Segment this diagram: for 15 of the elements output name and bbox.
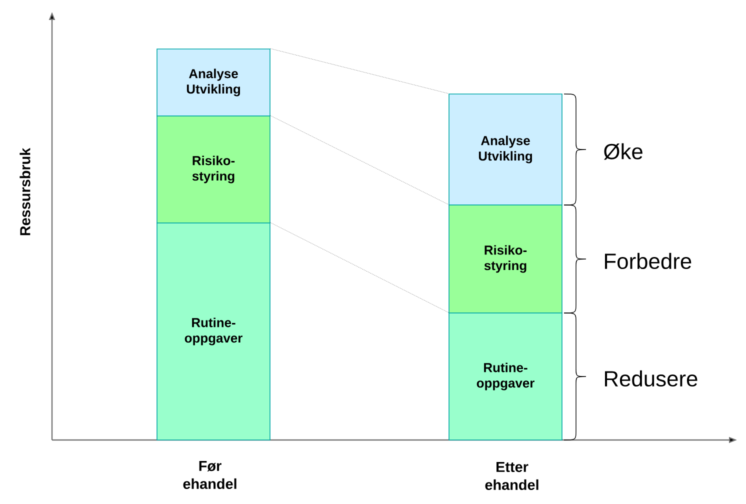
axis-label: Etter ehandel (485, 462, 538, 490)
bar-segment: Rutine- oppgaver (448, 312, 562, 440)
axis-label: Ressursbruk (20, 148, 30, 236)
bar-segment: Risiko- styring (156, 116, 270, 224)
brace-label: Forbedre (605, 252, 692, 270)
bar-segment: Analyse Utvikling (156, 48, 270, 116)
brace-label: Øke (604, 143, 642, 160)
connector-line (270, 48, 449, 94)
connector-line (270, 115, 449, 205)
connector-line (270, 222, 449, 313)
brace-label: Redusere (605, 370, 698, 387)
bar-segment: Analyse Utvikling (448, 94, 562, 206)
bar-segment: Risiko- styring (448, 204, 562, 314)
bar-segment: Rutine- oppgaver (156, 222, 270, 440)
axis-label: Før ehandel (183, 460, 236, 489)
